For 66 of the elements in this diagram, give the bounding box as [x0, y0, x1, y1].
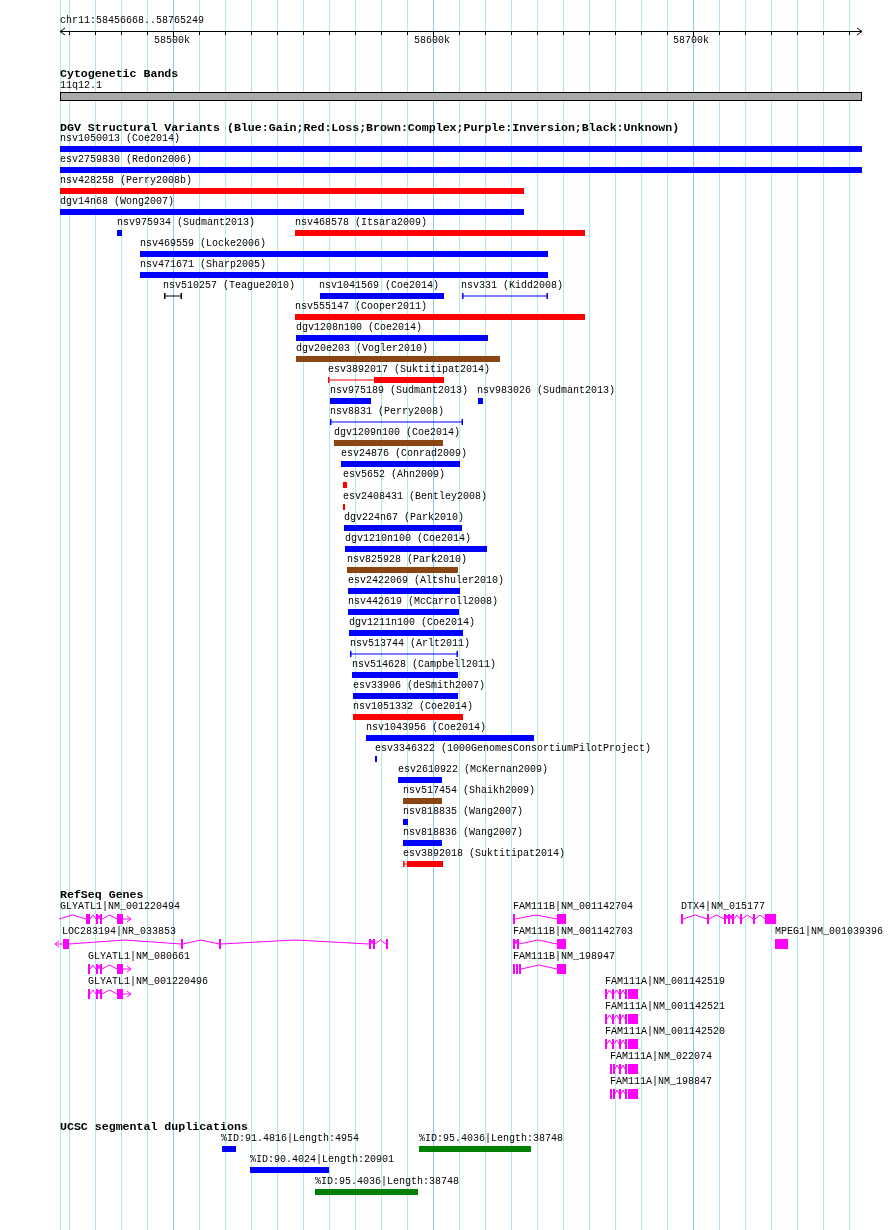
variant-label: nsv555147 (Cooper2011) — [295, 301, 428, 314]
variant-label: esv2422069 (Altshuler2010) — [348, 574, 505, 587]
variant-label: esv2610922 (McKernan2009) — [398, 763, 549, 776]
track-heading: DGV Structural Variants (Blue:Gain;Red:Loss;Brown:Complex;Purple:Inversion;Black:Unknown) — [60, 121, 680, 134]
position-label: chr11:58456668..58765249 — [60, 15, 205, 27]
duplication-label: %ID:95.4036|Length:38748 — [315, 1176, 460, 1188]
variant-label: nsv1043956 (Coe2014) — [366, 721, 487, 734]
gene-label: FAM111B|NM_198947 — [513, 951, 616, 963]
variant-label: dgv1210n100 (Coe2014) — [345, 532, 472, 545]
variant-label: nsv468578 (Itsara2009) — [295, 217, 428, 230]
variant-label: dgv224n67 (Park2010) — [344, 511, 465, 524]
variant-label: nsv818836 (Wang2007) — [403, 827, 524, 839]
gene-label: GLYATL1|NM_080661 — [88, 951, 191, 963]
variant-label: nsv510257 (Teague2010) — [163, 280, 296, 293]
variant-label: esv3892017 (Suktitipat2014) — [328, 364, 491, 377]
variant-label: nsv517454 (Shaikh2009) — [403, 784, 536, 797]
gene-label: FAM111A|NM_001142521 — [605, 1001, 726, 1013]
variant-label: esv33906 (deSmith2007) — [353, 679, 486, 692]
variant-label: nsv331 (Kidd2008) — [461, 280, 564, 293]
gene-label: FAM111A|NM_022074 — [610, 1051, 713, 1063]
track-heading: Cytogenetic Bands — [60, 67, 179, 81]
variant-label: dgv20e203 (Vogler2010) — [296, 343, 429, 356]
duplication-label: %ID:90.4024|Length:20901 — [250, 1154, 395, 1166]
track-heading: UCSC segmental duplications — [60, 1120, 248, 1133]
variant-label: esv3892018 (Suktitipat2014) — [403, 848, 566, 860]
gene-label: FAM111B|NM_001142703 — [513, 926, 634, 938]
variant-label: nsv818835 (Wang2007) — [403, 805, 524, 818]
duplication-label: %ID:91.4816|Length:4954 — [221, 1133, 360, 1145]
track-heading: RefSeq Genes — [60, 888, 144, 901]
variant-label: dgv1208n100 (Coe2014) — [296, 322, 423, 335]
gene-label: FAM111A|NM_001142519 — [605, 976, 726, 988]
variant-label: nsv513744 (Arlt2011) — [350, 637, 471, 650]
variant-label: esv5652 (Ahn2009) — [343, 469, 446, 482]
gene-label: MPEG1|NM_001039396 — [775, 926, 884, 938]
variant-label: dgv1209n100 (Coe2014) — [334, 427, 461, 440]
band-label: 11q12.1 — [60, 80, 102, 92]
variant-label: esv2759830 (Redon2006) — [60, 154, 193, 166]
variant-label: nsv428258 (Perry2008b) — [60, 175, 193, 188]
variant-label: nsv8831 (Perry2008) — [330, 406, 445, 419]
variant-label: nsv825928 (Park2010) — [347, 553, 468, 566]
variant-label: esv24876 (Conrad2009) — [341, 448, 468, 461]
variant-label: nsv983026 (Sudmant2013) — [477, 385, 616, 398]
variant-label: nsv1041569 (Coe2014) — [319, 280, 440, 293]
gene-label: FAM111A|NM_198847 — [610, 1076, 713, 1088]
variant-label: dgv1211n100 (Coe2014) — [349, 616, 476, 629]
gene-label: LOC283194|NR_033853 — [62, 926, 177, 938]
gene-label: GLYATL1|NM_001220496 — [88, 976, 209, 988]
tick-label: 58600k — [414, 35, 450, 47]
variant-label: nsv975189 (Sudmant2013) — [330, 385, 469, 398]
variant-label: esv2408431 (Bentley2008) — [343, 490, 488, 503]
variant-label: nsv1050013 (Coe2014) — [60, 133, 181, 145]
tick-label: 58500k — [154, 35, 190, 47]
gene-label: GLYATL1|NM_001220494 — [60, 901, 181, 913]
variant-label: nsv975934 (Sudmant2013) — [117, 217, 256, 230]
variant-label: nsv1051332 (Coe2014) — [353, 700, 474, 713]
gene-label: DTX4|NM_015177 — [681, 901, 765, 913]
variant-label: dgv14n68 (Wong2007) — [60, 196, 175, 209]
variant-label: nsv442619 (McCarroll2008) — [348, 595, 499, 608]
gene-label: FAM111A|NM_001142520 — [605, 1026, 726, 1038]
variant-label: nsv514628 (Campbell2011) — [352, 658, 497, 671]
variant-label: nsv469559 (Locke2006) — [140, 238, 267, 251]
variant-label: nsv471671 (Sharp2005) — [140, 259, 267, 272]
duplication-label: %ID:95.4036|Length:38748 — [419, 1133, 564, 1145]
variant-label: esv3346322 (1000GenomesConsortiumPilotProject) — [375, 742, 652, 755]
tick-label: 58700k — [673, 35, 709, 47]
gene-label: FAM111B|NM_001142704 — [513, 901, 634, 913]
